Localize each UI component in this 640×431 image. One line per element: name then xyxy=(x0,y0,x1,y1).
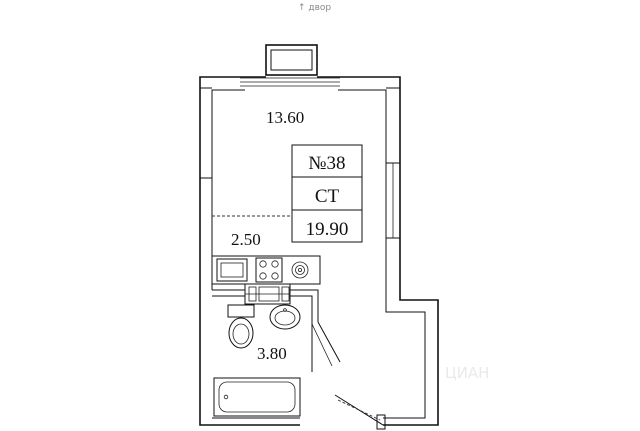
bathtub-icon xyxy=(213,377,301,417)
main-room-area: 13.60 xyxy=(266,108,304,127)
unit-label-box: №38 СТ 19.90 xyxy=(291,144,363,243)
bathroom-walls xyxy=(212,289,319,324)
entrance-door xyxy=(334,394,386,430)
bathroom-area: 3.80 xyxy=(257,344,287,363)
kitchen-sink xyxy=(216,258,248,282)
unit-type: СТ xyxy=(315,186,340,207)
side-window xyxy=(385,162,401,239)
balcony-window xyxy=(240,44,340,87)
kitchen-counter xyxy=(211,255,321,285)
unit-total-area: 19.90 xyxy=(306,219,349,240)
boiler-icon xyxy=(291,261,309,279)
washbasin-icon xyxy=(269,304,301,330)
toilet-icon xyxy=(227,304,255,349)
bathroom-door xyxy=(311,321,341,372)
compass-label: ↑ двор xyxy=(298,3,331,13)
unit-number: №38 xyxy=(308,153,345,174)
watermark-text: ЦИАН xyxy=(445,364,489,382)
outer-walls xyxy=(199,76,439,426)
cooktop xyxy=(255,257,283,283)
washbasin-cabinet xyxy=(244,283,291,305)
kitchen-area: 2.50 xyxy=(231,230,261,249)
